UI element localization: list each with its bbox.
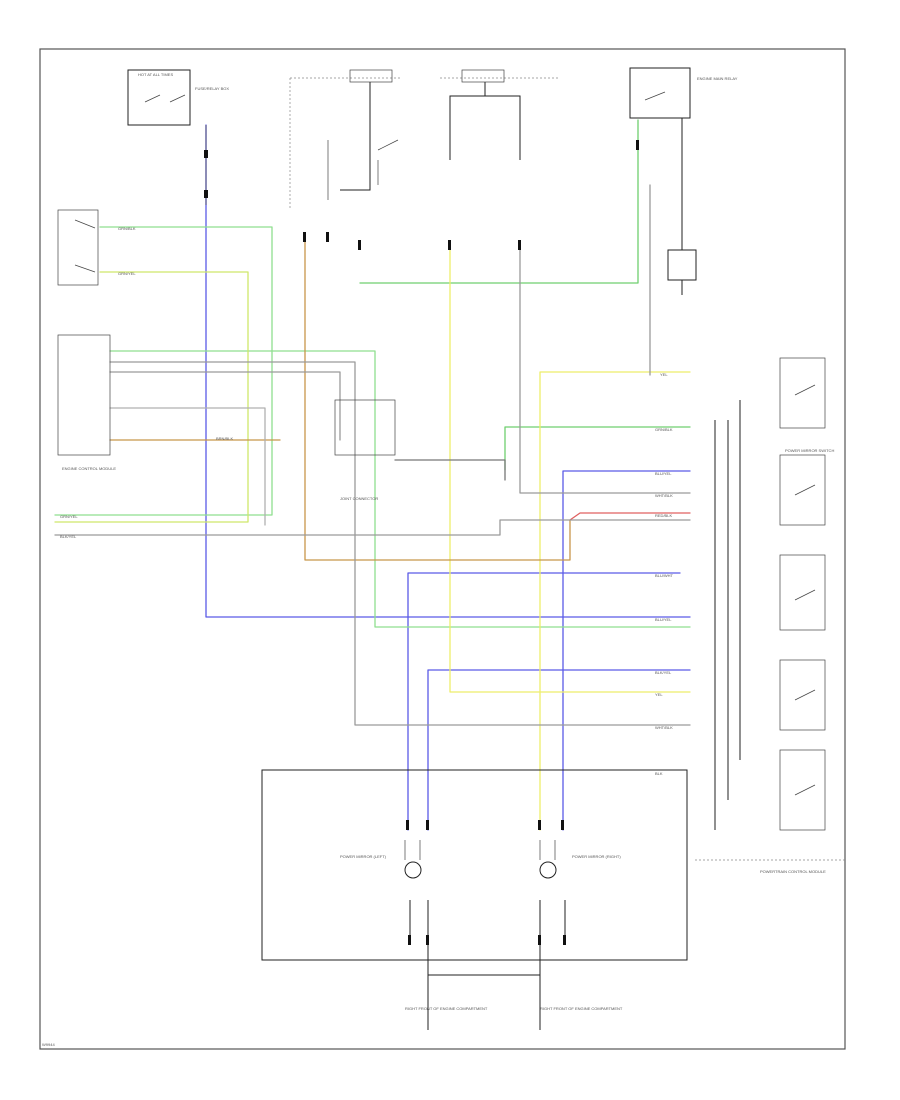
wire-label-blk: BLK xyxy=(655,771,663,776)
joint-connector xyxy=(334,399,396,456)
wire-label-blu-2: BLU/YEL xyxy=(655,617,672,622)
mirror-switch-stack xyxy=(695,357,845,861)
wire-label-grn-blk-r: GRN/BLK xyxy=(655,427,673,432)
wire-blue-mirror-right xyxy=(562,470,691,831)
junction-label: JOINT CONNECTOR xyxy=(340,496,378,501)
mirror-left-label: POWER MIRROR (LEFT) xyxy=(340,854,387,859)
wire-label-blu-yel: BLU/YEL xyxy=(655,471,672,476)
ground-left-label: RIGHT FRONT OF ENGINE COMPARTMENT xyxy=(405,1006,488,1011)
ecm-label: ENGINE CONTROL MODULE xyxy=(62,466,116,471)
page-ref: W9944 xyxy=(42,1042,55,1047)
wire-label-grn-yel: GRN/YEL xyxy=(118,271,136,276)
mirror-switch-label: POWER MIRROR SWITCH xyxy=(785,448,834,453)
wire-label-gray: WHT/BLK xyxy=(655,725,673,730)
powertrain-control-module xyxy=(261,769,688,961)
wire-label-wht-blk: WHT/BLK xyxy=(655,493,673,498)
compressor-clutch xyxy=(667,249,697,281)
wire-group xyxy=(54,119,691,831)
labels: HOT AT ALL TIMES FUSE/RELAY BOX ENGINE M… xyxy=(42,72,834,1047)
engine-relay-box xyxy=(629,67,691,119)
wire-green-right xyxy=(504,426,691,471)
fuse-box xyxy=(127,69,191,126)
wire-label-grn-blk: GRN/BLK xyxy=(118,226,136,231)
wire-label-gray-left: BLK/YEL xyxy=(60,534,77,539)
wire-gray-5 xyxy=(519,249,691,494)
wire-label-blu: BLU/WHT xyxy=(655,573,674,578)
wire-green-top xyxy=(54,226,273,516)
wire-green-mid xyxy=(109,350,691,628)
wire-orange-long xyxy=(304,239,571,561)
wire-label-yel-2: YEL xyxy=(655,692,663,697)
wire-yellow-2 xyxy=(449,249,691,693)
wire-label-grn-left: GRN/YEL xyxy=(60,514,78,519)
mirror-motor-right xyxy=(539,861,557,879)
connector-ticks xyxy=(204,140,639,945)
wire-green-horizontal xyxy=(359,119,639,284)
pcm-label: POWERTRAIN CONTROL MODULE xyxy=(760,869,826,874)
mirror-motor-left xyxy=(404,861,422,879)
wire-label-brn-blk: BRN/BLK xyxy=(216,436,233,441)
wire-gray-1 xyxy=(109,361,691,726)
wire-label-red-blk: RED/BLK xyxy=(655,513,672,518)
wire-label-yel: YEL xyxy=(660,372,668,377)
wire-yellow-green xyxy=(54,271,249,523)
diagram-border xyxy=(39,48,846,1050)
engine-relay-label: ENGINE MAIN RELAY xyxy=(697,76,738,81)
wire-yellow xyxy=(539,371,691,831)
wire-gray-3 xyxy=(109,407,266,526)
wire-blue-mirror-left-2 xyxy=(427,669,691,831)
wire-gray-2 xyxy=(109,371,341,441)
wire-blue-mirror-left xyxy=(407,572,681,831)
wire-gray-4 xyxy=(54,519,691,536)
left-switch-block xyxy=(57,209,99,286)
wire-label-blk-yel: BLK/YEL xyxy=(655,670,672,675)
mirror-right-label: POWER MIRROR (RIGHT) xyxy=(572,854,621,859)
fuse-box-label: HOT AT ALL TIMES xyxy=(138,72,173,77)
ground-right-label: RIGHT FRONT OF ENGINE COMPARTMENT xyxy=(540,1006,623,1011)
black-structure xyxy=(57,67,845,1030)
wire-red xyxy=(569,512,691,521)
wire-blue-main xyxy=(205,124,691,618)
wire-gray-7 xyxy=(394,459,506,481)
fuse-box-sub-label: FUSE/RELAY BOX xyxy=(195,86,229,91)
ecm-block xyxy=(57,334,111,456)
